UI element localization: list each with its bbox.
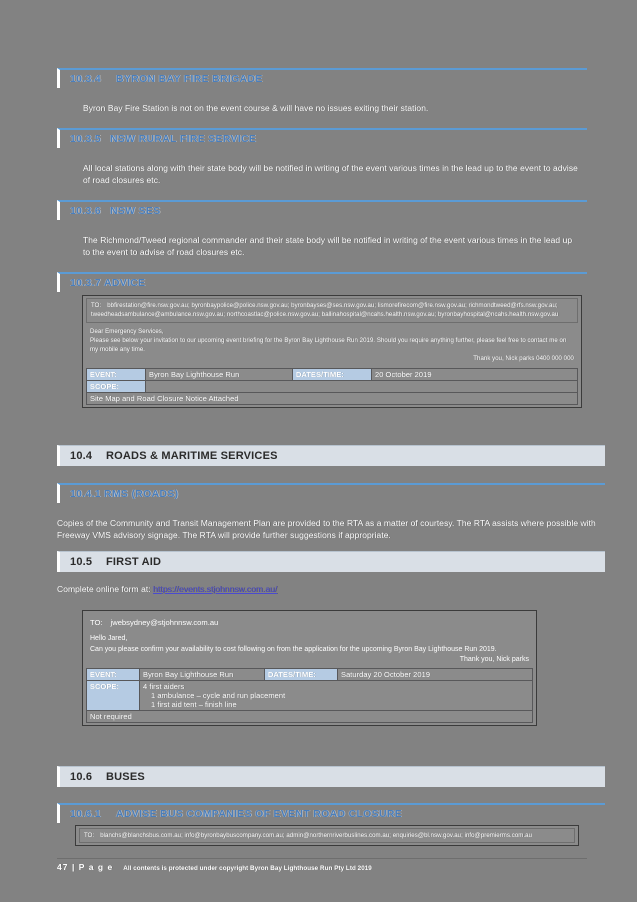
first-aid-online-form-link[interactable]: https://events.stjohnnsw.com.au/	[153, 584, 278, 594]
heading-title: ROADS & MARITIME SERVICES	[106, 450, 278, 462]
dates-label: DATES/TIME:	[264, 667, 338, 681]
advice-signoff: Thank you, Nick parks 0400 000 000	[473, 355, 574, 363]
advice-greeting: Dear Emergency Services,	[90, 327, 164, 335]
heading-title: ADVICE	[104, 277, 146, 289]
scope-line: 4 first aiders	[143, 681, 185, 691]
heading-number: 10.4	[70, 450, 93, 462]
heading-title: FIRST AID	[106, 556, 162, 568]
table-row: EVENT: Byron Bay Lighthouse Run DATES/TI…	[86, 367, 578, 381]
heading-10-5: 10.5 FIRST AID	[57, 551, 605, 572]
event-label: EVENT:	[86, 367, 146, 381]
table-row: EVENT: Byron Bay Lighthouse Run DATES/TI…	[86, 667, 533, 681]
heading-10-6-1: 10.6.1 ADVISE BUS COMPANIES OF EVENT ROAD…	[57, 803, 605, 823]
scope-value	[145, 379, 578, 393]
heading-number: 10.6.1	[70, 808, 101, 820]
scope-label: SCOPE:	[86, 379, 146, 393]
first-aid-event-table: EVENT: Byron Bay Lighthouse Run DATES/TI…	[86, 667, 533, 711]
dates-value: Saturday 20 October 2019	[337, 667, 533, 681]
scope-label: SCOPE:	[86, 679, 140, 711]
heading-title: NSW SES	[110, 205, 161, 217]
heading-number: 10.3.6	[70, 205, 101, 217]
dates-label: DATES/TIME:	[292, 367, 372, 381]
to-value: jwebsydney@stjohnnsw.com.au	[110, 618, 219, 627]
heading-number: 10.3.5	[70, 133, 101, 145]
page-number-label: 47 | P a g e	[57, 862, 114, 872]
advice-email-to-row: TO:bbfirestation@fire.nsw.gov.au; byronb…	[86, 298, 578, 323]
to-label: TO:	[84, 832, 95, 839]
advice-email-box: TO:bbfirestation@fire.nsw.gov.au; byronb…	[82, 295, 582, 408]
heading-title: BYRON BAY FIRE BRIGADE	[116, 73, 263, 85]
advice-email-body-row: Dear Emergency Services, Please see belo…	[86, 325, 578, 366]
heading-title: RMS (ROADS)	[104, 488, 179, 500]
section-fire-brigade: 10.3.4 BYRON BAY FIRE BRIGADE Byron Bay F…	[57, 68, 587, 114]
to-label: TO:	[90, 618, 103, 627]
first-aid-intro: Complete online form at: https://events.…	[57, 583, 605, 595]
heading-10-4: 10.4 ROADS & MARITIME SERVICES	[57, 445, 605, 466]
section-rms: 10.4 ROADS & MARITIME SERVICES	[57, 445, 605, 466]
paragraph-rms-roads: Copies of the Community and Transit Mana…	[57, 518, 596, 541]
first-aid-greeting: Hello Jared,	[90, 635, 128, 642]
dates-value: 20 October 2019	[371, 367, 578, 381]
first-aid-signoff: Thank you, Nick parks	[459, 656, 529, 663]
page-footer: 47 | P a g e All contents is protected un…	[57, 858, 587, 872]
first-aid-email-body: Hello Jared, Can you please confirm your…	[86, 634, 533, 668]
section-first-aid: 10.5 FIRST AID	[57, 551, 605, 572]
table-row: SCOPE:	[86, 379, 578, 393]
first-aid-table-note: Not required	[86, 710, 533, 723]
table-row: SCOPE: 4 first aiders 1 ambulance – cycl…	[86, 679, 533, 711]
heading-10-6: 10.6 BUSES	[57, 766, 605, 787]
advice-email-to: TO:bbfirestation@fire.nsw.gov.au; byronb…	[91, 301, 573, 320]
to-value: bbfirestation@fire.nsw.gov.au; byronbayp…	[91, 302, 559, 319]
scope-line: 1 first aid tent – finish line	[151, 699, 237, 709]
section-ses: 10.3.6 NSW SES The Richmond/Tweed regiona…	[57, 200, 587, 259]
first-aid-body: Can you please confirm your availability…	[90, 645, 497, 653]
buses-email-box: TO: blanchs@blanchsbus.com.au; info@byron…	[75, 825, 579, 847]
heading-10-3-4: 10.3.4 BYRON BAY FIRE BRIGADE	[57, 68, 587, 88]
heading-10-3-5: 10.3.5 NSW RURAL FIRE SERVICE	[57, 128, 587, 148]
advice-body: Please see below your invitation to our …	[90, 336, 567, 354]
buses-email-to-row: TO: blanchs@blanchsbus.com.au; info@byron…	[79, 828, 575, 844]
heading-number: 10.6	[70, 771, 93, 783]
heading-number: 10.3.7	[70, 277, 101, 289]
advice-event-table: EVENT: Byron Bay Lighthouse Run DATES/TI…	[86, 367, 578, 393]
section-buses: 10.6 BUSES	[57, 766, 605, 787]
paragraph-ses: The Richmond/Tweed regional commander an…	[83, 235, 573, 258]
heading-title: ADVISE BUS COMPANIES OF EVENT ROAD CLOSU…	[116, 808, 403, 820]
event-value: Byron Bay Lighthouse Run	[139, 667, 265, 681]
first-aid-intro-line: Complete online form at: https://events.…	[57, 583, 605, 595]
to-value: blanchs@blanchsbus.com.au; info@byronbay…	[100, 832, 533, 839]
heading-title: NSW RURAL FIRE SERVICE	[110, 133, 257, 145]
event-value: Byron Bay Lighthouse Run	[145, 367, 293, 381]
paragraph-rural-fire: All local stations along with their stat…	[83, 163, 578, 186]
scope-value: 4 first aiders 1 ambulance – cycle and r…	[139, 679, 533, 711]
first-aid-email-box: TO: jwebsydney@stjohnnsw.com.au Hello Jar…	[82, 610, 537, 726]
heading-title: BUSES	[106, 771, 145, 783]
heading-10-3-6: 10.3.6 NSW SES	[57, 200, 587, 220]
to-label: TO:	[91, 302, 102, 309]
advice-table-note: Site Map and Road Closure Notice Attache…	[86, 392, 578, 405]
heading-number: 10.4.1	[70, 488, 101, 500]
scope-line: 1 ambulance – cycle and run placement	[151, 690, 286, 700]
heading-number: 10.5	[70, 556, 93, 568]
event-label: EVENT:	[86, 667, 140, 681]
copyright-notice: All contents is protected under copyrigh…	[123, 865, 372, 872]
buses-email-to: TO: blanchs@blanchsbus.com.au; info@byron…	[84, 831, 570, 840]
heading-number: 10.3.4	[70, 73, 101, 85]
section-rural-fire: 10.3.5 NSW RURAL FIRE SERVICE All local s…	[57, 128, 587, 187]
section-buses-advise: 10.6.1 ADVISE BUS COMPANIES OF EVENT ROAD…	[57, 803, 605, 847]
first-aid-intro-prefix: Complete online form at:	[57, 584, 151, 594]
paragraph-fire-brigade: Byron Bay Fire Station is not on the eve…	[83, 103, 429, 113]
first-aid-email-to: TO: jwebsydney@stjohnnsw.com.au	[86, 613, 533, 634]
